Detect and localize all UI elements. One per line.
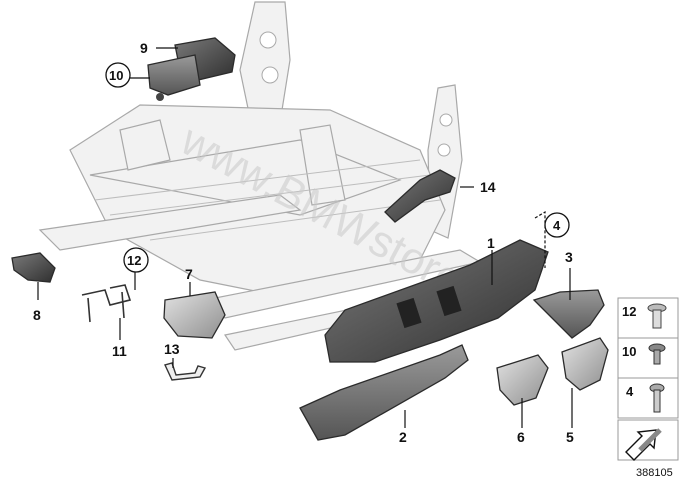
label-13: 13 <box>164 341 180 357</box>
label-4: 4 <box>553 218 561 233</box>
label-2: 2 <box>399 429 407 445</box>
part-8-cap <box>11 252 56 283</box>
part-2-lower-trim <box>299 344 469 441</box>
label-9: 9 <box>140 40 148 56</box>
view-arrow-icon <box>625 428 662 461</box>
label-8: 8 <box>33 307 41 323</box>
label-6: 6 <box>517 429 525 445</box>
part-13-clip <box>164 362 207 381</box>
screw-10-icon <box>648 343 666 365</box>
part-7-cover <box>163 291 226 339</box>
part-10-cover <box>147 54 201 101</box>
part-11-bracket <box>81 284 132 323</box>
label-1: 1 <box>487 235 495 251</box>
legend-cell-4 <box>617 377 679 419</box>
label-10-circle <box>105 62 131 88</box>
label-12-circle <box>123 247 149 273</box>
label-11: 11 <box>112 343 127 359</box>
doc-number: 388105 <box>636 467 673 479</box>
leader-lines <box>37 47 573 428</box>
part-14-lever <box>384 169 456 223</box>
label-14: 14 <box>480 179 496 195</box>
fastener-legend: 12 10 4 <box>617 297 679 461</box>
screw-12-icon <box>647 303 667 329</box>
seat-frame <box>38 1 482 351</box>
legend-label-12: 12 <box>622 304 636 319</box>
label-4-circle <box>544 212 570 238</box>
label-10: 10 <box>109 68 123 83</box>
label-3: 3 <box>565 249 573 265</box>
label-5: 5 <box>566 429 574 445</box>
label-7: 7 <box>185 266 193 282</box>
legend-cell-12 <box>617 297 679 339</box>
label-12: 12 <box>127 253 141 268</box>
screw-4-icon <box>649 383 665 413</box>
part-3-cover <box>532 289 605 339</box>
legend-label-4: 4 <box>626 384 634 399</box>
legend-label-10: 10 <box>622 344 636 359</box>
callout-labels: 9 10 14 4 1 3 12 7 8 11 13 2 6 5 <box>33 40 574 445</box>
part-6-cover <box>496 354 549 406</box>
part-5-cover <box>561 337 609 391</box>
